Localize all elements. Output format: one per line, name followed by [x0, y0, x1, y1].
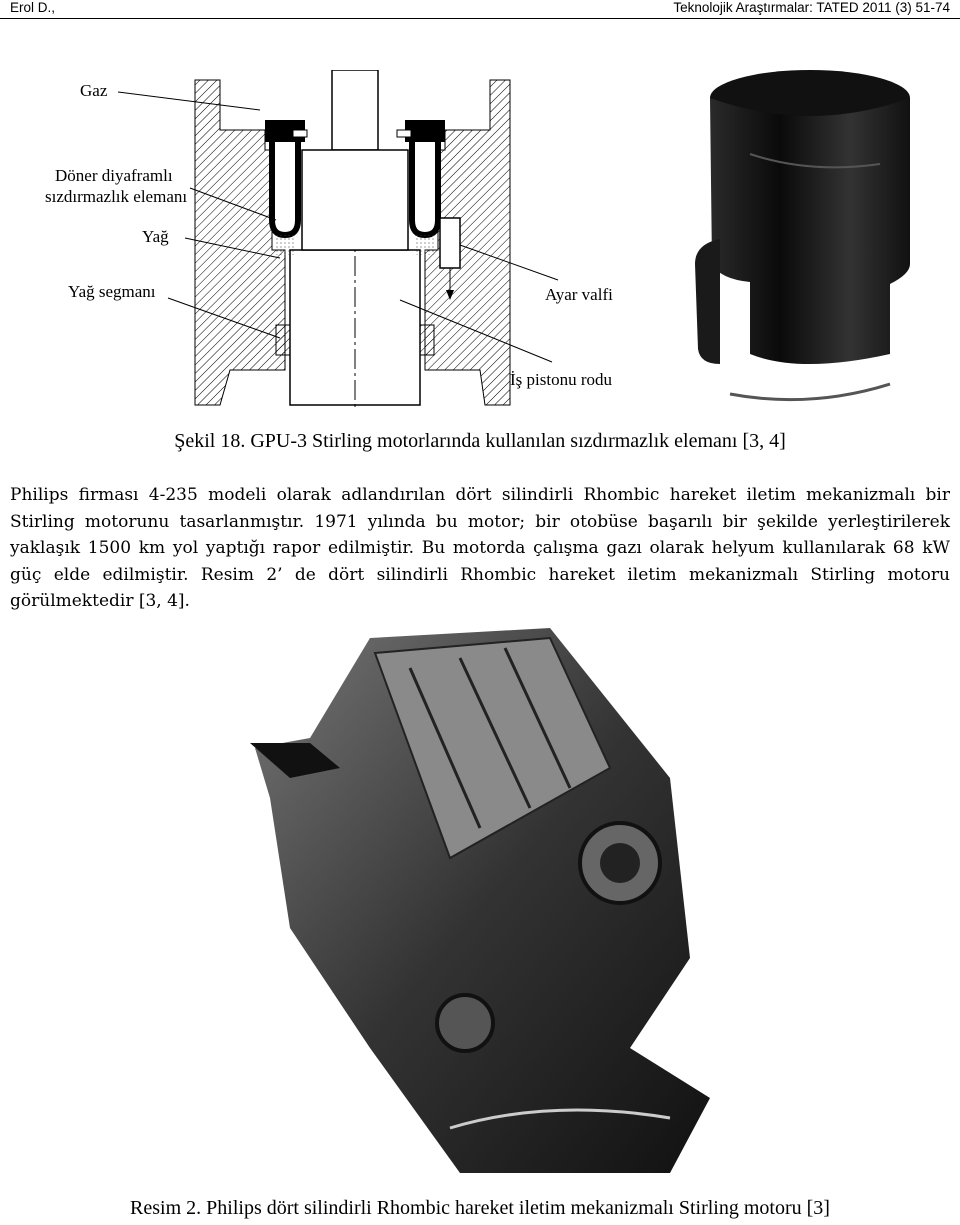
label-ayar-valfi: Ayar valfi — [545, 285, 613, 304]
header-journal: Teknolojik Araştırmalar: TATED 2011 (3) … — [673, 0, 950, 15]
figure-18-caption: Şekil 18. GPU-3 Stirling motorlarında ku… — [174, 430, 786, 452]
label-doner-1: Döner diyaframlı — [55, 166, 173, 185]
label-doner-2: sızdırmazlık elemanı — [45, 187, 187, 206]
label-yag: Yağ — [142, 227, 169, 246]
label-gaz: Gaz — [80, 81, 108, 100]
seal-photo — [695, 70, 910, 402]
engine-photo — [250, 628, 710, 1173]
label-is-pistonu-rodu: İş pistonu rodu — [510, 370, 613, 389]
page-header: Erol D., Teknolojik Araştırmalar: TATED … — [0, 0, 960, 19]
header-author: Erol D., — [10, 0, 56, 15]
label-yag-segmani: Yağ segmanı — [68, 282, 156, 301]
resim-2-caption: Resim 2. Philips dört silindirli Rhombic… — [130, 1197, 830, 1219]
seal-diagram: Gaz Döner diyaframlı sızdırmazlık eleman… — [45, 70, 613, 410]
body-paragraph: Philips firması 4-235 modeli olarak adla… — [10, 482, 950, 615]
paragraph-text: Philips firması 4-235 modeli olarak adla… — [10, 485, 950, 611]
